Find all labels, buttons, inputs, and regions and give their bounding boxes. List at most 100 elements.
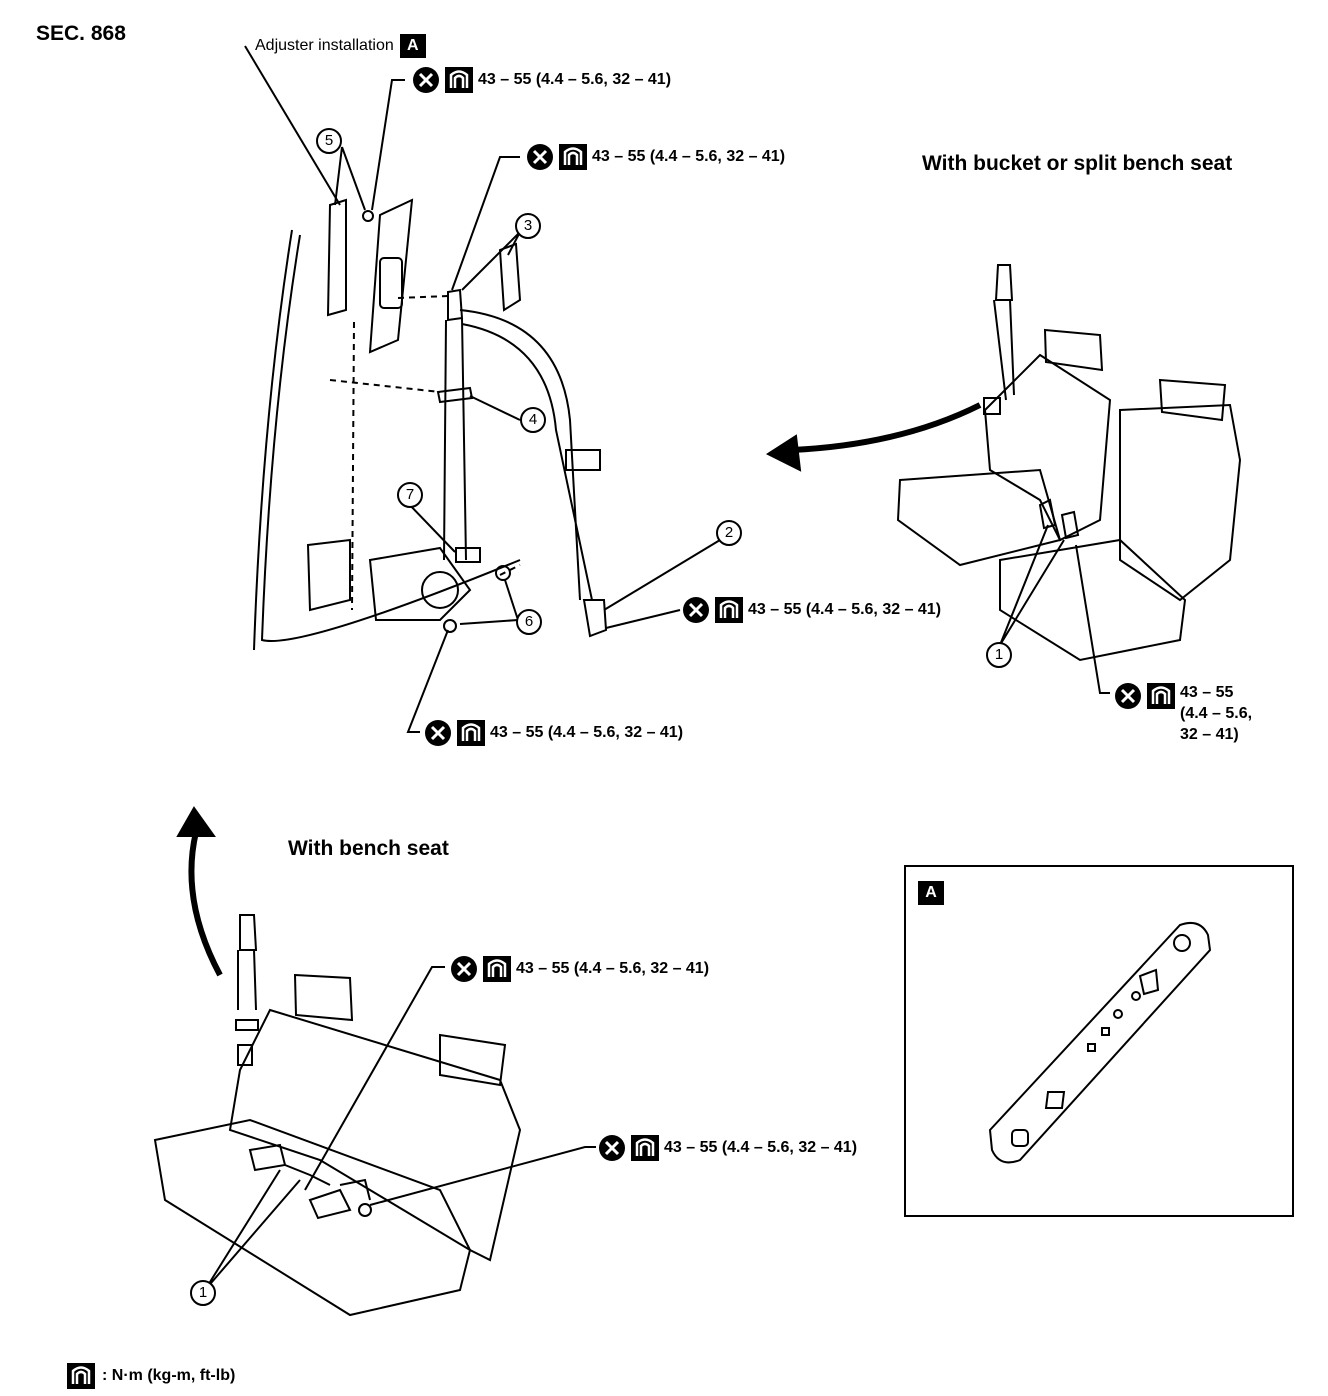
bucket-belt: [993, 264, 1015, 401]
detail-sq-1: [1087, 1043, 1096, 1052]
pillar-outline-2: [253, 229, 293, 651]
bolt-6: [495, 565, 511, 581]
torque-wrench-icon: [715, 597, 743, 623]
belt-guide-4: [436, 386, 474, 404]
bucket-seat-back-2: [1119, 403, 1242, 602]
bench-headrest-2: [439, 1033, 507, 1087]
replace-bolt-icon: [413, 67, 439, 93]
torque-spec-5: 43 – 55 (4.4 – 5.6, 32 – 41): [1114, 682, 1252, 745]
leader-1a: [999, 524, 1065, 646]
pillar-trim: [368, 198, 414, 354]
leader-t5: [1075, 544, 1110, 694]
leader-4: [469, 395, 521, 421]
shoulder-anchor: [447, 288, 464, 322]
callout-4: 4: [520, 407, 546, 433]
leader-t4: [406, 629, 449, 733]
leader-adjuster: [244, 45, 341, 206]
bucket-seat-cushion-2: [999, 538, 1187, 662]
belt-guide: [565, 449, 601, 471]
bench-buckles: [248, 1143, 371, 1220]
bench-belt-guides: [235, 1019, 259, 1066]
torque-value-7: 43 – 55 (4.4 – 5.6, 32 – 41): [664, 1139, 858, 1156]
detail-panel-badge: A: [918, 881, 944, 905]
arrow-bench-head: [176, 806, 216, 837]
bench-seat-cushion: [153, 1118, 472, 1317]
torque-value-5-line1: 43 – 55: [1180, 684, 1234, 701]
callout-1-bucket: 1: [986, 642, 1012, 668]
torque-spec-6: 43 – 55 (4.4 – 5.6, 32 – 41): [450, 955, 709, 983]
leader-t2: [451, 156, 520, 291]
leader-5: [334, 146, 366, 211]
leader-1b: [204, 1169, 301, 1291]
leader-2: [603, 539, 721, 611]
arrow-bucket: [791, 402, 982, 453]
torque-spec-2: 43 – 55 (4.4 – 5.6, 32 – 41): [526, 143, 785, 171]
torque-wrench-icon: [631, 1135, 659, 1161]
bench-bolt: [358, 1203, 372, 1217]
adjuster-badge: A: [399, 34, 426, 58]
callout-5: 5: [316, 128, 342, 154]
bucket-seat-cushion-1: [896, 468, 1062, 567]
torque-wrench-icon: [483, 956, 511, 982]
torque-spec-7: 43 – 55 (4.4 – 5.6, 32 – 41): [598, 1134, 857, 1162]
torque-value-1: 43 – 55 (4.4 – 5.6, 32 – 41): [478, 71, 672, 88]
torque-value-3: 43 – 55 (4.4 – 5.6, 32 – 41): [748, 601, 942, 618]
trim-cover-3: [498, 242, 522, 312]
arrow-bucket-head: [765, 434, 802, 472]
bolt-5: [362, 210, 374, 222]
replace-bolt-icon: [1115, 683, 1141, 709]
torque-spec-4: 43 – 55 (4.4 – 5.6, 32 – 41): [424, 719, 683, 747]
headrest-2: [1158, 378, 1227, 422]
belt-curve: [459, 309, 593, 601]
bucket-belt-guide: [983, 397, 1001, 415]
adjuster-label-text: Adjuster installation: [255, 37, 394, 54]
torque-wrench-icon: [457, 720, 485, 746]
detail-panel-a: A: [904, 865, 1294, 1217]
callout-3: 3: [515, 213, 541, 239]
retractor-7: [455, 547, 481, 563]
callout-2: 2: [716, 520, 742, 546]
legend-text: : N·m (kg-m, ft-lb): [102, 1367, 236, 1384]
arrow-bench: [188, 831, 223, 977]
leader-3: [461, 231, 521, 291]
heading-bench-seat: With bench seat: [288, 837, 449, 860]
replace-bolt-icon: [527, 144, 553, 170]
bench-belt: [237, 914, 258, 1011]
adjuster-knob: [379, 257, 403, 309]
retractor-spool: [421, 571, 459, 609]
detail-dot-2: [1131, 991, 1141, 1001]
bolt-6b: [443, 619, 457, 633]
torque-wrench-icon: [1147, 683, 1175, 709]
retractor: [368, 546, 472, 621]
section-label: SEC. 868: [36, 22, 126, 45]
torque-value-4: 43 – 55 (4.4 – 5.6, 32 – 41): [490, 724, 684, 741]
replace-bolt-icon: [451, 956, 477, 982]
detail-dot-1: [1113, 1009, 1123, 1019]
leader-6: [459, 579, 519, 625]
replace-bolt-icon: [425, 720, 451, 746]
detail-sq-2: [1101, 1027, 1110, 1036]
detail-hole-top: [1173, 934, 1191, 952]
leader-7: [404, 499, 456, 553]
legend: : N·m (kg-m, ft-lb): [66, 1362, 235, 1390]
callout-6: 6: [516, 609, 542, 635]
lower-anchor: [582, 599, 608, 638]
replace-bolt-icon: [599, 1135, 625, 1161]
bucket-buckles: [1038, 498, 1080, 540]
torque-wrench-icon: [559, 144, 587, 170]
retractor-mount: [306, 538, 351, 612]
adjuster-rail: [326, 198, 347, 317]
dashed-guides: [329, 295, 521, 611]
torque-spec-1: 43 – 55 (4.4 – 5.6, 32 – 41): [412, 66, 671, 94]
heading-bucket-seat: With bucket or split bench seat: [922, 152, 1233, 175]
torque-value-5-line3: 32 – 41): [1180, 726, 1239, 743]
callout-7: 7: [397, 482, 423, 508]
adjuster-installation-label: Adjuster installation A: [255, 34, 426, 58]
bench-headrest-1: [293, 973, 354, 1022]
detail-rail: [988, 922, 1212, 1164]
leader-t6: [304, 966, 445, 1191]
callout-1-bench: 1: [190, 1280, 216, 1306]
torque-value-2: 43 – 55 (4.4 – 5.6, 32 – 41): [592, 148, 786, 165]
leader-t1: [371, 79, 405, 211]
